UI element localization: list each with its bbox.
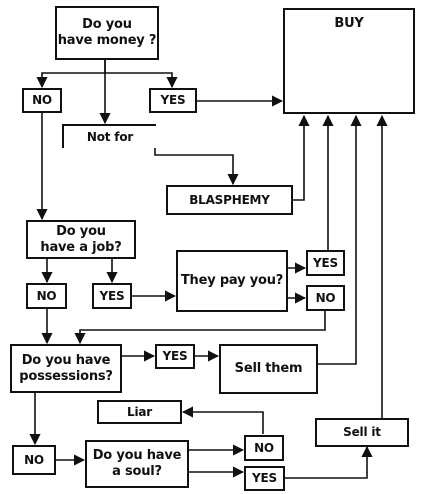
question-have-soul: Do you have a soul? xyxy=(85,440,189,488)
arrow-payno-to-possessions xyxy=(74,311,326,345)
answer-no-job: NO xyxy=(26,283,67,309)
answer-yes-money: YES xyxy=(149,88,197,113)
arrow-sellthem-to-buy xyxy=(318,114,362,365)
answer-no-money: NO xyxy=(22,88,62,113)
question-have-job: Do you have a job? xyxy=(26,220,136,259)
answer-possessions-yes: YES xyxy=(155,344,195,369)
question-have-money: Do you have money ? xyxy=(55,6,159,60)
answer-soul-yes: YES xyxy=(244,466,285,491)
blasphemy-box: BLASPHEMY xyxy=(166,185,293,215)
answer-pay-no: NO xyxy=(306,285,345,311)
sell-it-box: Sell it xyxy=(315,418,409,447)
answer-possessions-no: NO xyxy=(12,445,56,475)
answer-yes-job: YES xyxy=(92,283,132,309)
arrow-blasphemy-to-buy xyxy=(293,114,310,201)
answer-pay-yes: YES xyxy=(306,250,345,276)
question-possessions: Do you have possessions? xyxy=(10,344,122,393)
liar-box: Liar xyxy=(97,400,182,424)
answer-soul-no: NO xyxy=(244,435,284,461)
arrow-money-to-yes xyxy=(105,72,178,89)
arrow-no-to-liar xyxy=(181,406,264,434)
question-they-pay: They pay you? xyxy=(176,250,288,312)
not-for-label: Not for xyxy=(62,124,156,148)
buy-box: BUY xyxy=(283,8,415,114)
sell-them-box: Sell them xyxy=(219,344,318,394)
arrow-notfor-to-blasphemy xyxy=(154,143,239,186)
arrow-money-to-no xyxy=(36,60,106,89)
arrow-yes-to-sellit xyxy=(285,445,373,479)
